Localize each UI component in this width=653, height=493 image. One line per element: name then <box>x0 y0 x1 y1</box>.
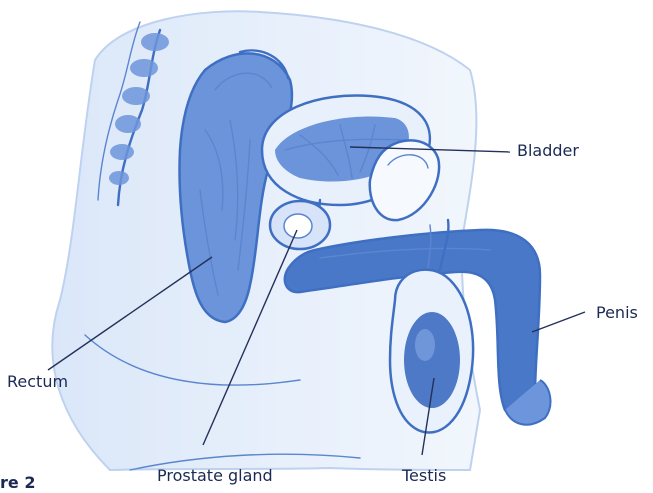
prostate-organ <box>270 201 330 249</box>
bladder-label: Bladder <box>517 141 579 160</box>
penis-label: Penis <box>596 303 638 322</box>
figure-caption: re 2 <box>0 473 35 492</box>
testis-label: Testis <box>401 466 446 485</box>
rectum-label: Rectum <box>7 372 68 391</box>
prostate-label: Prostate gland <box>157 466 273 485</box>
